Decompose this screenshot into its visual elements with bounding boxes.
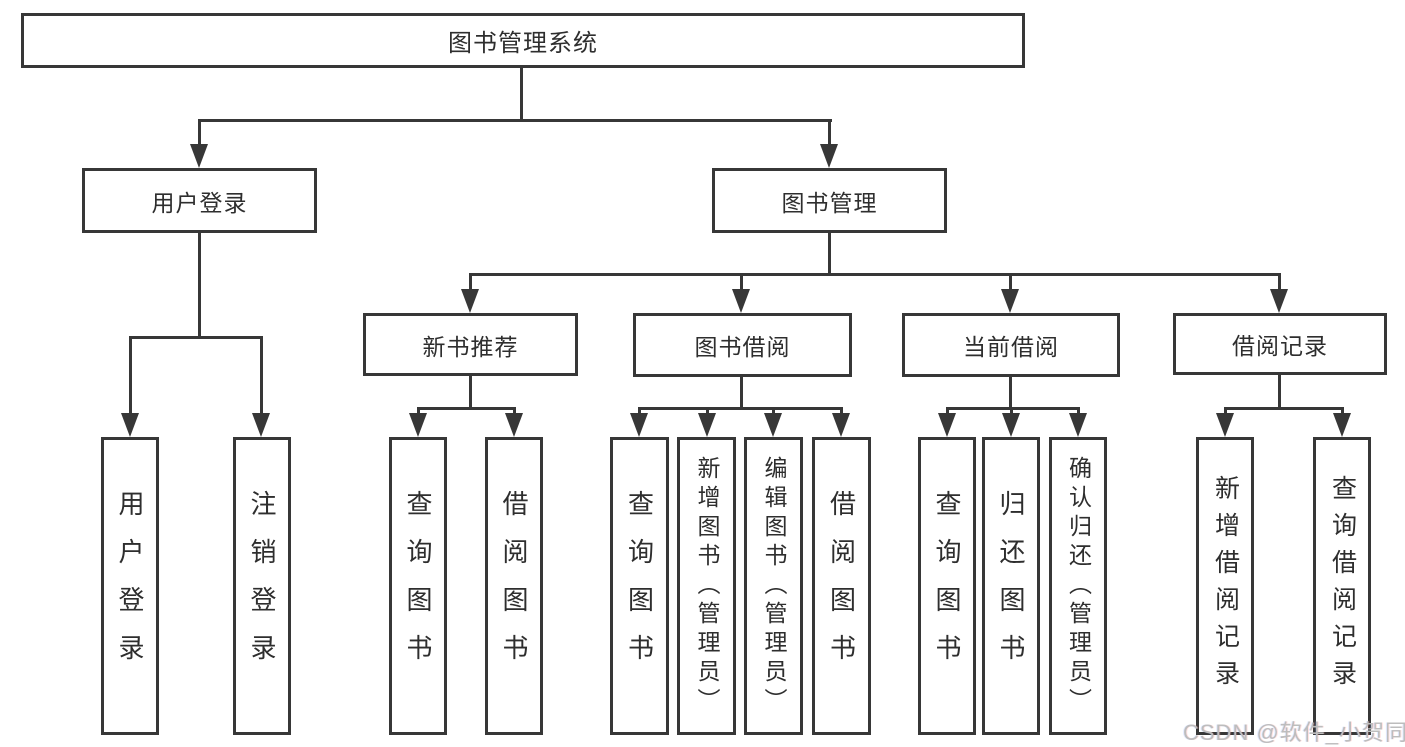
- arrow-down-icon: [461, 289, 479, 313]
- leaf-query-book-borrow-box: 查询图书: [610, 437, 669, 735]
- node-borrow-records-label: 借阅记录: [1232, 333, 1328, 359]
- node-book-management-box: 图书管理: [712, 168, 947, 233]
- node-user-login-label: 用户登录: [151, 189, 248, 216]
- watermark-text: CSDN @软件_小贺同学: [1183, 720, 1405, 745]
- leaf-add-book-label: 新增图书（管理员）: [694, 455, 720, 717]
- node-current-borrow-label: 当前借阅: [963, 334, 1059, 360]
- arrow-down-icon: [409, 413, 427, 437]
- connector-line: [129, 336, 263, 339]
- arrow-down-icon: [505, 413, 523, 437]
- arrow-down-icon: [820, 144, 838, 168]
- arrow-down-icon: [764, 413, 782, 437]
- leaf-borrow-book-box: 借阅图书: [812, 437, 871, 735]
- arrow-down-icon: [1216, 413, 1234, 437]
- arrow-down-icon: [698, 413, 716, 437]
- leaf-borrow-book-label: 借阅图书: [826, 490, 857, 682]
- connector-line: [828, 119, 831, 149]
- leaf-return-book-label: 归还图书: [996, 490, 1026, 682]
- connector-line: [469, 273, 472, 293]
- leaf-query-book-borrow-label: 查询图书: [624, 490, 655, 682]
- node-book-borrow-label: 图书借阅: [694, 334, 791, 360]
- arrow-down-icon: [938, 413, 956, 437]
- node-root-label: 图书管理系统: [448, 30, 598, 57]
- arrow-down-icon: [732, 289, 750, 313]
- leaf-edit-book-box: 编辑图书（管理员）: [744, 437, 803, 735]
- arrow-down-icon: [630, 413, 648, 437]
- connector-line: [1278, 273, 1281, 293]
- arrow-down-icon: [252, 413, 270, 437]
- leaf-add-borrow-record-box: 新增借阅记录: [1196, 437, 1254, 735]
- leaf-edit-book-label: 编辑图书（管理员）: [761, 455, 787, 717]
- leaf-confirm-return-label: 确认归还（管理员）: [1065, 455, 1092, 717]
- arrow-down-icon: [832, 413, 850, 437]
- arrow-down-icon: [1002, 413, 1020, 437]
- connector-line: [828, 231, 831, 275]
- node-root-box: 图书管理系统: [21, 13, 1025, 68]
- leaf-query-book-current-box: 查询图书: [918, 437, 976, 735]
- leaf-query-book-recommend-box: 查询图书: [389, 437, 447, 735]
- connector-line: [198, 119, 201, 149]
- leaf-return-book-box: 归还图书: [982, 437, 1040, 735]
- arrow-down-icon: [121, 413, 139, 437]
- node-borrow-records-box: 借阅记录: [1173, 313, 1387, 375]
- node-new-book-recommend-box: 新书推荐: [363, 313, 578, 376]
- arrow-down-icon: [1333, 413, 1351, 437]
- node-book-management-label: 图书管理: [781, 189, 878, 216]
- leaf-borrow-book-recommend-label: 借阅图书: [499, 490, 529, 682]
- connector-line: [198, 119, 832, 122]
- connector-line: [520, 65, 523, 121]
- connector-line: [469, 273, 1281, 276]
- arrow-down-icon: [1001, 289, 1019, 313]
- arrow-down-icon: [1069, 413, 1087, 437]
- connector-line: [1009, 273, 1012, 293]
- arrow-down-icon: [1270, 289, 1288, 313]
- connector-line: [469, 374, 472, 410]
- leaf-user-login-label: 用户登录: [115, 490, 145, 682]
- node-book-borrow-box: 图书借阅: [633, 313, 852, 377]
- leaf-logout-label: 注销登录: [247, 490, 277, 682]
- leaf-add-borrow-record-label: 新增借阅记录: [1211, 475, 1240, 697]
- leaf-user-login-box: 用户登录: [101, 437, 159, 735]
- connector-line: [740, 273, 743, 293]
- leaf-query-borrow-record-label: 查询借阅记录: [1328, 475, 1357, 697]
- connector-line: [740, 375, 743, 410]
- connector-line: [1224, 407, 1342, 410]
- leaf-query-book-current-label: 查询图书: [932, 490, 962, 682]
- connector-line: [129, 336, 132, 418]
- connector-line: [198, 231, 201, 339]
- connector-line: [638, 407, 843, 410]
- leaf-borrow-book-recommend-box: 借阅图书: [485, 437, 543, 735]
- connector-line: [1009, 375, 1012, 410]
- leaf-add-book-box: 新增图书（管理员）: [677, 437, 736, 735]
- leaf-logout-box: 注销登录: [233, 437, 291, 735]
- node-new-book-recommend-label: 新书推荐: [422, 333, 519, 360]
- connector-line: [1278, 373, 1281, 410]
- connector-line: [260, 336, 263, 418]
- leaf-confirm-return-box: 确认归还（管理员）: [1049, 437, 1107, 735]
- leaf-query-borrow-record-box: 查询借阅记录: [1313, 437, 1371, 735]
- connector-line: [417, 407, 516, 410]
- node-user-login-box: 用户登录: [82, 168, 317, 233]
- node-current-borrow-box: 当前借阅: [902, 313, 1120, 377]
- arrow-down-icon: [190, 144, 208, 168]
- leaf-query-book-recommend-label: 查询图书: [403, 490, 433, 682]
